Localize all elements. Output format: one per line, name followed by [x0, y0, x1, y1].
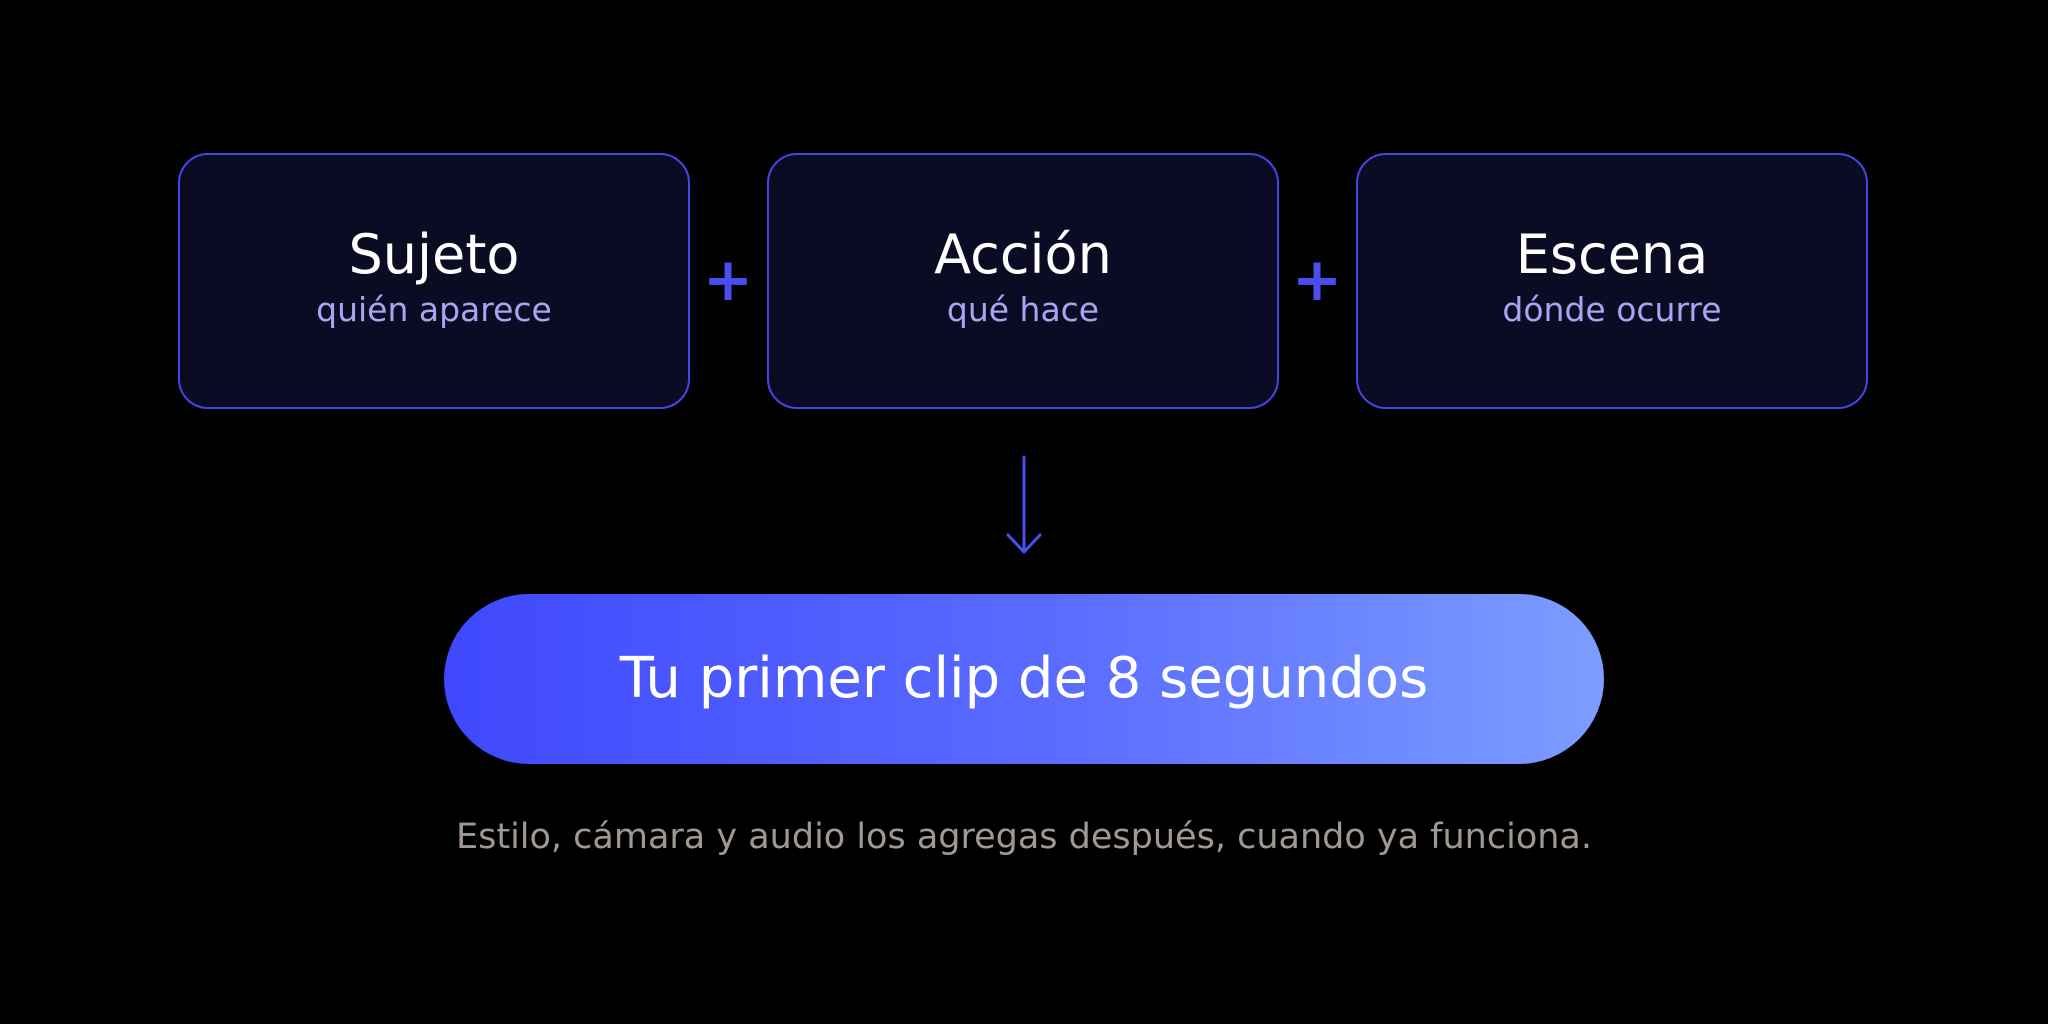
card-title: Acción — [934, 223, 1112, 286]
plus-icon: + — [702, 245, 754, 315]
card-subtitle: qué hace — [946, 290, 1100, 329]
card-escena: Escena dónde ocurre — [1356, 153, 1868, 409]
card-accion: Acción qué hace — [767, 153, 1279, 409]
card-subtitle: dónde ocurre — [1502, 290, 1722, 329]
arrow-down-icon — [1006, 455, 1042, 554]
card-sujeto: Sujeto quién aparece — [178, 153, 690, 409]
footnote: Estilo, cámara y audio los agregas despu… — [456, 817, 1592, 857]
result-label: Tu primer clip de 8 segundos — [619, 646, 1429, 711]
card-title: Sujeto — [348, 223, 520, 286]
card-subtitle: quién aparece — [316, 290, 552, 329]
result-pill: Tu primer clip de 8 segundos — [444, 594, 1604, 764]
plus-icon: + — [1291, 245, 1343, 315]
card-title: Escena — [1515, 223, 1709, 286]
